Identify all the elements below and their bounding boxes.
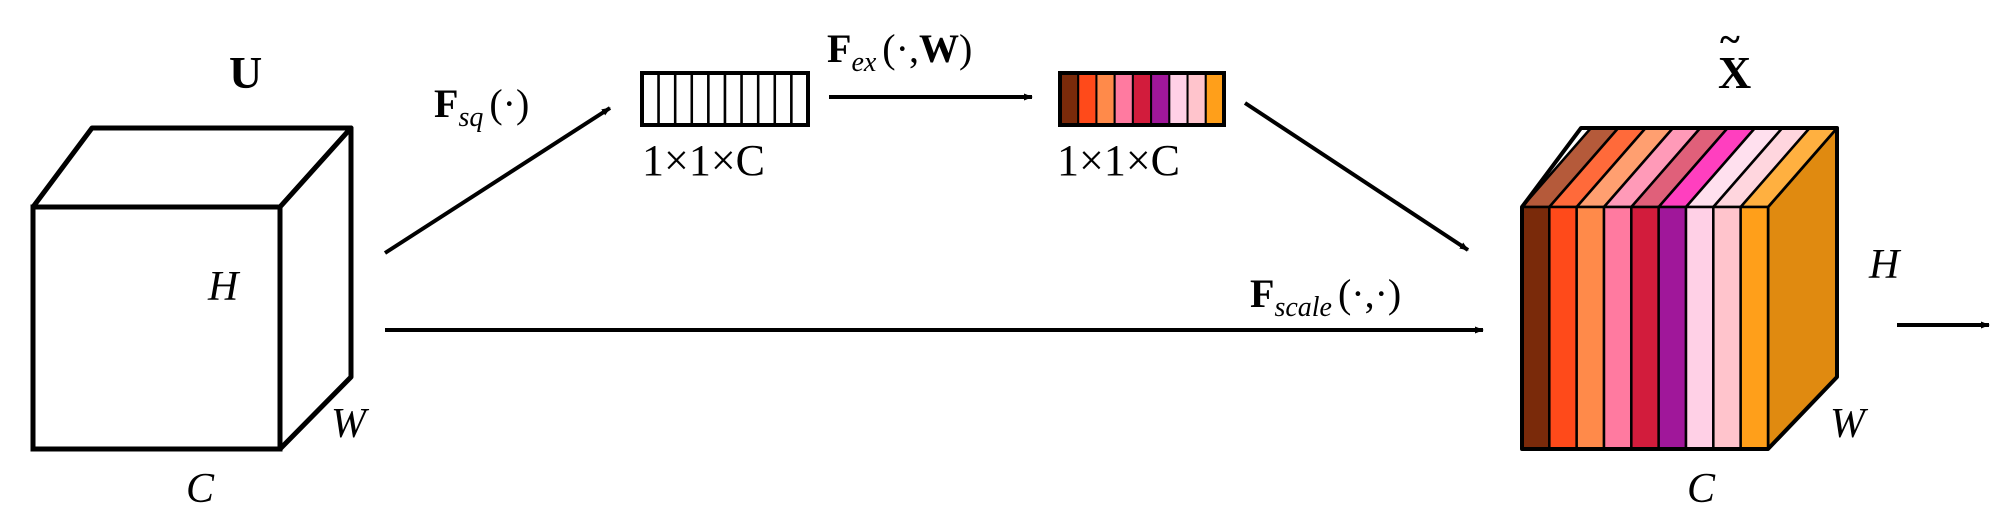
output-cube-title: X (1718, 47, 1751, 98)
squeeze-vector-cell (790, 71, 810, 127)
output-front-strip (1657, 205, 1688, 451)
squeeze-op-args: (·) (489, 81, 529, 126)
excitation-vector-dim: 1×1×C (1057, 136, 1180, 185)
output-cube-title-tilde: ~ (1720, 19, 1740, 61)
input-cube-front-face (30, 204, 283, 452)
excitation-op-main: F (827, 26, 851, 71)
excitation-vector-cell (1131, 72, 1153, 126)
output-front-strip (1520, 205, 1551, 451)
output-cube-outline (1520, 126, 1839, 451)
output-front-strip (1602, 205, 1633, 451)
squeeze-vector-cell (740, 71, 760, 127)
output-front-strip (1548, 205, 1578, 451)
squeeze-vector (640, 71, 810, 127)
squeeze-vector-cell (723, 71, 743, 127)
excitation-vector-cell (1150, 72, 1171, 126)
input-width-label: W (331, 401, 370, 447)
excitation-vector-cell (1059, 72, 1080, 126)
excitation-vector-cell (1113, 72, 1134, 126)
squeeze-vector-cell (707, 71, 727, 127)
squeeze-vector-border (640, 71, 810, 127)
squeeze-op-main: F (434, 81, 458, 126)
squeeze-arrow (383, 106, 612, 255)
scale-op-sub: scale (1274, 292, 1332, 323)
scale-operator-label: Fscale(·,·) (1250, 271, 1401, 323)
excitation-operator-label: Fex(·,W) (827, 26, 972, 78)
output-front-strip (1712, 205, 1742, 451)
input-cube-title: U (229, 47, 262, 98)
output-front-strip (1684, 205, 1715, 451)
excitation-op-args-open: (·, (882, 26, 919, 71)
excitation-vector-cell (1095, 72, 1116, 126)
output-front-strip (1630, 205, 1660, 451)
scale-op-args: (·,·) (1338, 271, 1401, 316)
excitation-op-sub: ex (851, 47, 876, 78)
output-width-label: W (1830, 401, 1869, 447)
input-channel-label: C (186, 466, 215, 512)
output-front-strip (1739, 205, 1770, 451)
input-height-label: H (207, 264, 241, 310)
excitation-vector (1058, 71, 1226, 127)
excitation-vector-border (1058, 71, 1226, 127)
excitation-vector-cell (1186, 72, 1207, 126)
squeeze-vector-cell (773, 71, 793, 127)
excitation-op-args-close: ) (959, 26, 972, 71)
output-cube-front-face (1520, 205, 1770, 451)
input-cube (30, 125, 354, 452)
excitation-vector-cell (1077, 72, 1098, 126)
output-front-strip (1575, 205, 1606, 451)
squeeze-vector-cell (657, 71, 677, 127)
squeeze-operator-label: Fsq(·) (434, 81, 529, 133)
excitation-op-args-bold: W (919, 26, 959, 71)
squeeze-vector-dim: 1×1×C (642, 136, 765, 185)
squeeze-vector-cell (673, 71, 694, 127)
output-cube (1520, 126, 1839, 451)
squeeze-vector-cell (690, 71, 710, 127)
squeeze-op-sub: sq (458, 102, 483, 133)
excitation-vector-cell (1204, 72, 1226, 126)
output-height-label: H (1868, 242, 1902, 288)
squeeze-vector-cell (640, 71, 660, 127)
output-channel-label: C (1687, 466, 1716, 512)
excitation-vector-cell (1168, 72, 1189, 126)
scale-op-main: F (1250, 271, 1274, 316)
excitation-to-output-arrow (1243, 101, 1470, 252)
squeeze-vector-cell (756, 71, 777, 127)
